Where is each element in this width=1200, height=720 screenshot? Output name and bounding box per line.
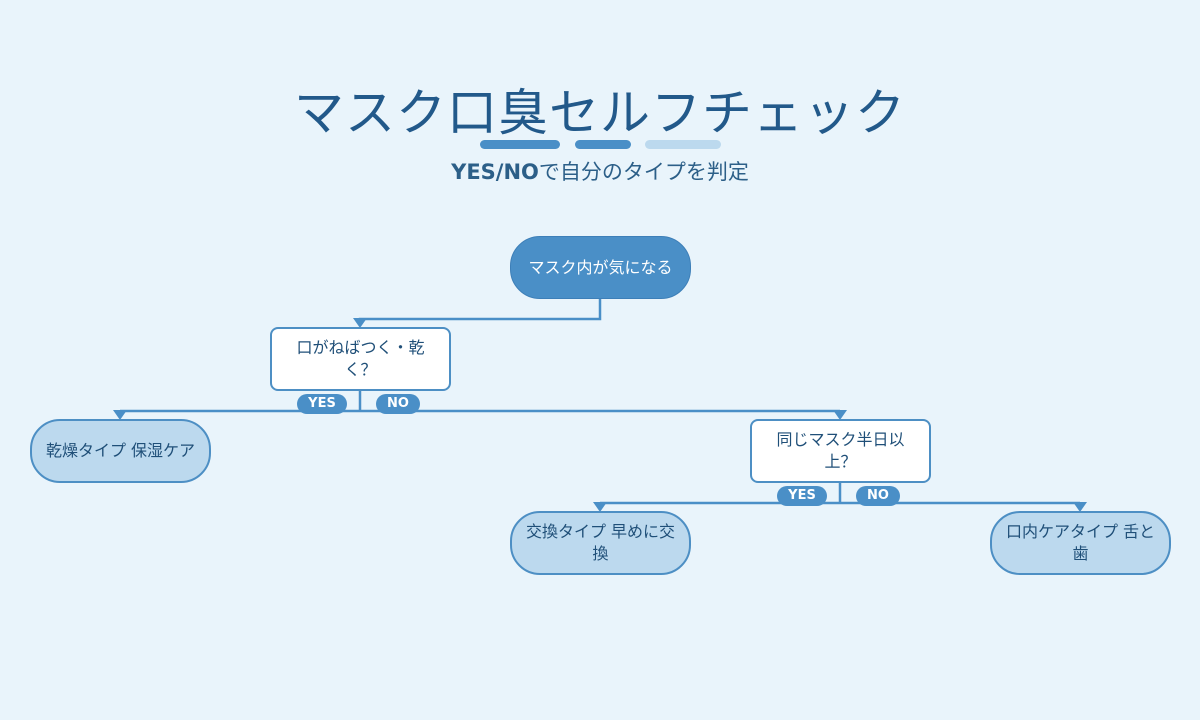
connector-start-to-q1	[358, 299, 602, 323]
subtitle: YES/NOで自分のタイプを判定	[0, 157, 1200, 187]
arrow-to-q1	[353, 318, 367, 328]
title-accent-bar-light	[645, 140, 721, 149]
arrow-to-oral	[1073, 502, 1087, 512]
title-accent-bar-mid	[575, 140, 631, 149]
arrow-to-dry	[113, 410, 127, 420]
subtitle-text: で自分のタイプを判定	[538, 160, 749, 184]
no-label: NO	[856, 486, 900, 506]
no-label: NO	[376, 394, 420, 414]
result-node-exchange-type: 交換タイプ 早めに交換	[510, 511, 691, 575]
start-node: マスク内が気になる	[510, 236, 691, 299]
arrow-to-exchange	[593, 502, 607, 512]
result-node-dry-type: 乾燥タイプ 保湿ケア	[30, 419, 211, 483]
title-accent-bar-dark	[480, 140, 560, 149]
result-node-oral-care-type: 口内ケアタイプ 舌と歯	[990, 511, 1171, 575]
subtitle-emphasis: YES/NO	[451, 160, 539, 184]
question-node-mask-duration: 同じマスク半日以上？	[750, 419, 931, 483]
page-title: マスク口臭セルフチェック	[294, 84, 906, 142]
arrow-to-q2	[833, 410, 847, 420]
question-node-dry-mouth: 口がねばつく・乾く？	[270, 327, 451, 391]
yes-label: YES	[297, 394, 347, 414]
yes-label: YES	[777, 486, 827, 506]
